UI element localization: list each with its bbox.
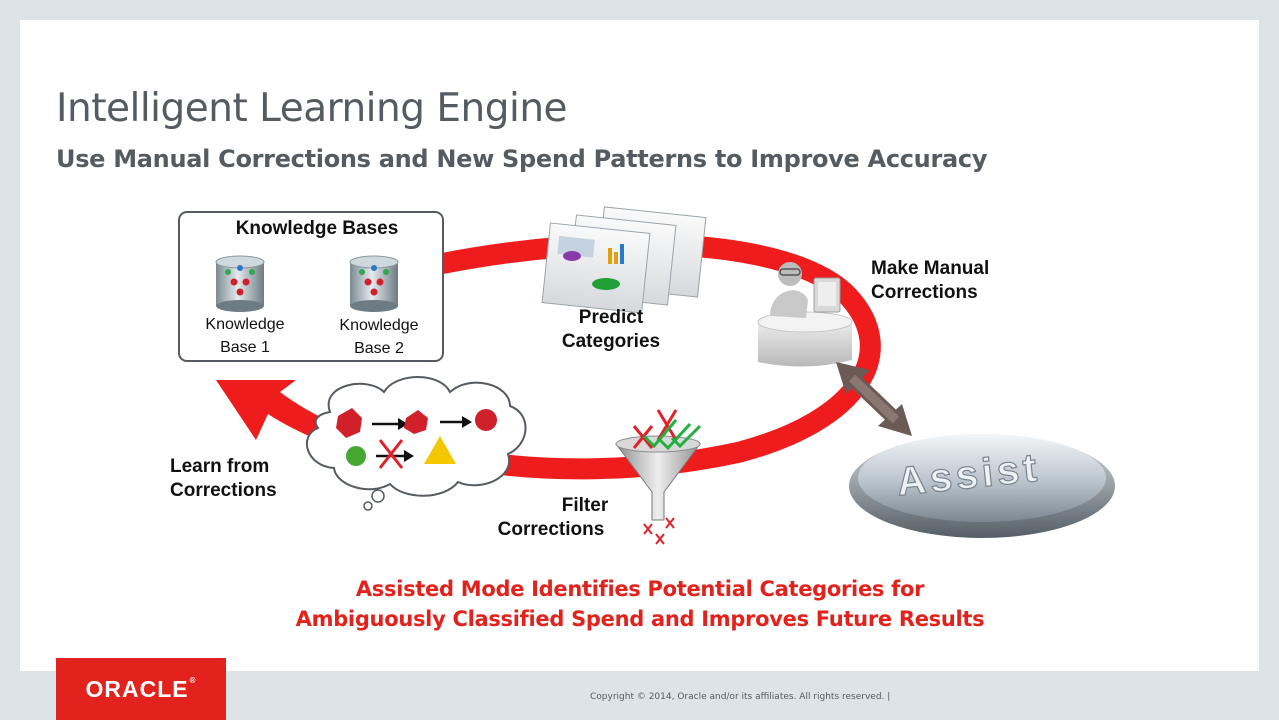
assist-button[interactable]: Assist [849,434,1115,538]
oracle-logo: ORACLE® [56,658,226,720]
database-icon [215,255,265,312]
thought-cloud-icon [306,376,527,511]
slide-title: Intelligent Learning Engine [56,86,568,131]
filter-corrections-label: Filter [562,495,609,516]
knowledge-bases-title: Knowledge Bases [236,218,399,239]
callout-line-2: Ambiguously Classified Spend and Improve… [295,607,985,631]
knowledge-base-1-label: Base 1 [220,339,270,356]
knowledge-base-1-label: Knowledge [205,316,284,333]
make-manual-corrections-label: Make Manual [871,258,989,279]
copyright-notice: Copyright © 2014, Oracle and/or its affi… [590,692,891,702]
person-at-desk-icon [757,262,853,367]
make-manual-corrections-label: Corrections [871,282,978,303]
learn-from-corrections-label: Learn from [170,456,269,477]
filter-corrections-label: Corrections [498,519,605,540]
predict-categories-label: Categories [562,331,660,352]
report-documents-icon [541,206,707,314]
learn-from-corrections-label: Corrections [170,480,277,501]
slide-subtitle: Use Manual Corrections and New Spend Pat… [56,145,988,173]
knowledge-base-2-label: Knowledge [339,317,418,334]
double-headed-arrow [836,362,912,436]
predict-categories-label: Predict [579,307,644,328]
knowledge-base-2-label: Base 2 [354,340,404,357]
oracle-logo-text: ORACLE® [85,675,197,702]
filter-funnel-icon [615,409,702,545]
knowledge-bases-box [178,211,444,362]
callout-line-1: Assisted Mode Identifies Potential Categ… [355,577,925,601]
database-icon [349,255,399,312]
